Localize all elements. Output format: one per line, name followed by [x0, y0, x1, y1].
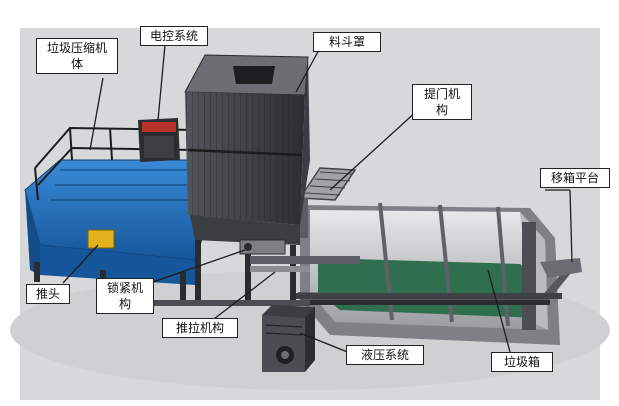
leader-lines	[62, 44, 573, 354]
label-electric-control-text: 电控系统	[149, 29, 198, 43]
label-box-transfer-platform: 移箱平台	[540, 168, 610, 188]
label-hydraulic-system-text: 液压系统	[360, 348, 409, 362]
label-garbage-box-text: 垃圾箱	[503, 355, 540, 369]
label-box-transfer-platform-text: 移箱平台	[550, 171, 599, 185]
garbage-box	[300, 202, 560, 345]
label-locking-mechanism: 锁紧机 构	[96, 278, 154, 314]
label-push-pull-mechanism-text: 推拉机构	[175, 321, 224, 335]
hopper-cover	[184, 54, 310, 225]
label-compactor-body-line1: 垃圾压缩机	[46, 41, 107, 55]
label-door-lift-line2: 构	[435, 103, 448, 117]
hydraulic-system	[262, 305, 315, 372]
label-door-lift-line1: 提门机	[423, 87, 460, 101]
label-garbage-box: 垃圾箱	[491, 352, 553, 372]
label-hydraulic-system: 液压系统	[346, 345, 424, 365]
label-push-head: 推头	[26, 284, 70, 304]
label-push-head-text: 推头	[35, 287, 60, 301]
box-transfer-platform	[290, 258, 582, 305]
label-locking-mechanism-line1: 锁紧机	[106, 281, 143, 295]
electric-control-cabinet	[138, 118, 180, 162]
label-electric-control: 电控系统	[140, 26, 208, 46]
push-pull-mechanism	[250, 256, 360, 272]
label-hopper-cover-text: 料斗罩	[328, 35, 365, 49]
locking-mechanism	[239, 239, 286, 255]
label-compactor-body: 垃圾压缩机 体	[36, 38, 118, 74]
label-push-pull-mechanism: 推拉机构	[162, 318, 238, 338]
label-hopper-cover: 料斗罩	[313, 32, 381, 52]
label-door-lift: 提门机 构	[412, 84, 472, 120]
label-compactor-body-line2: 体	[70, 57, 83, 71]
label-locking-mechanism-line2: 构	[118, 297, 131, 311]
support-frame	[150, 215, 310, 306]
